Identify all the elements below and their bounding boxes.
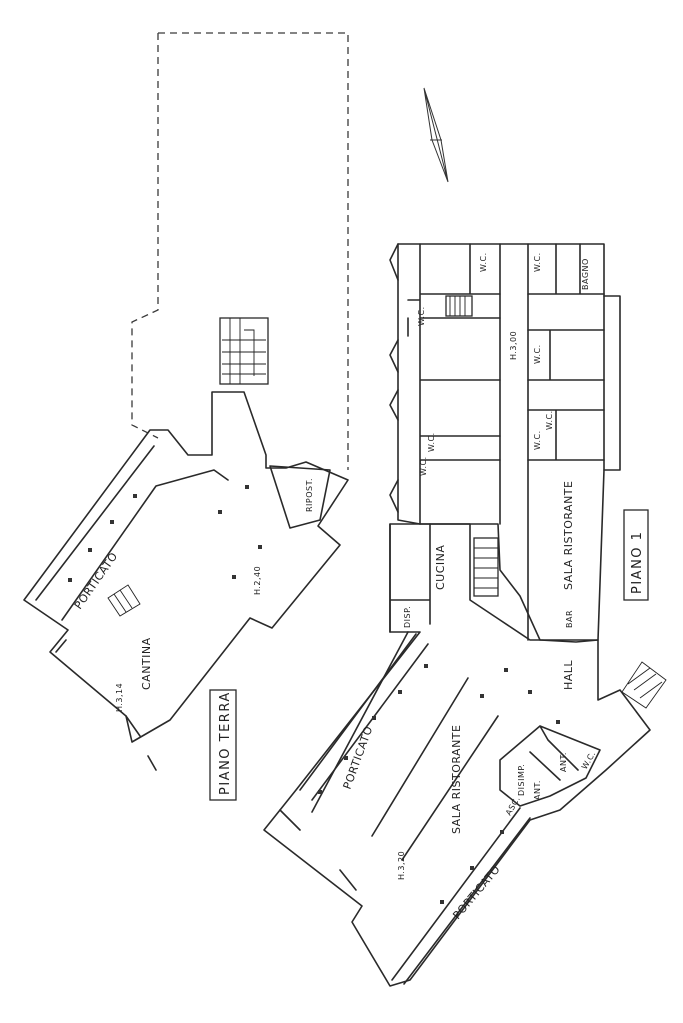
dashed-outdoor-area [131,32,349,470]
first-floor-title-box: PIANO 1 [623,509,649,601]
ground-stair-small [107,584,141,617]
cucina-label: CUCINA [434,545,447,590]
ground-floor-title: PIANO TERRA [218,691,233,795]
first-stair-upper [445,295,473,317]
ground-floor-walls [23,391,349,743]
cantina-height-label: H.3,14 [115,683,124,712]
wc-label: W.C. [419,456,428,476]
wc-label: W.C. [533,430,542,450]
service-cluster-walls [499,725,601,807]
column-markers [68,485,262,582]
cantina-label: CANTINA [140,637,153,690]
corridor-height-label: H.3,00 [509,331,518,360]
sala-ristorante-upper-label: SALA RISTORANTE [562,481,575,590]
first-floor-lower-walls [263,523,651,987]
ground-floor-plan: PORTICATO CANTINA H.3,14 H.2,40 RIPOST. … [23,32,349,801]
ground-stair-top [219,317,269,385]
sala-main-height-label: H.3,20 [397,851,406,880]
first-floor-title: PIANO 1 [630,531,645,594]
bar-label: BAR [565,610,574,628]
ground-floor-title-box: PIANO TERRA [209,689,237,801]
hall-label: HALL [562,660,575,690]
ant-label-2: ANT. [559,752,568,772]
porticato-ground-label: PORTICATO [72,550,121,612]
first-stair-cucina [473,537,499,597]
north-arrow-icon [423,87,449,183]
ground-main-height-label: H.2,40 [253,566,262,595]
wc-label: W.C. [427,432,436,452]
first-floor-column-markers [318,664,560,904]
ripost-label: RIPOST. [305,478,314,512]
wc-label: W.C. [417,306,426,326]
sala-ristorante-main-label: SALA RISTORANTE [450,725,463,834]
wc-label: W.C. [545,410,554,430]
ant-label-1: ANT. [533,780,542,800]
wc-label: W.C. [533,252,542,272]
disp-label: DISP. [403,606,412,628]
wc-label: W.C. [533,344,542,364]
bagno-label: BAGNO [581,258,590,290]
first-floor-plan: SALA RISTORANTE BAR HALL CUCINA DISP. DI… [263,243,667,987]
disimp-label: DISIMP. [517,764,526,796]
first-stair-external [621,661,667,709]
wc-label: W.C. [479,252,488,272]
